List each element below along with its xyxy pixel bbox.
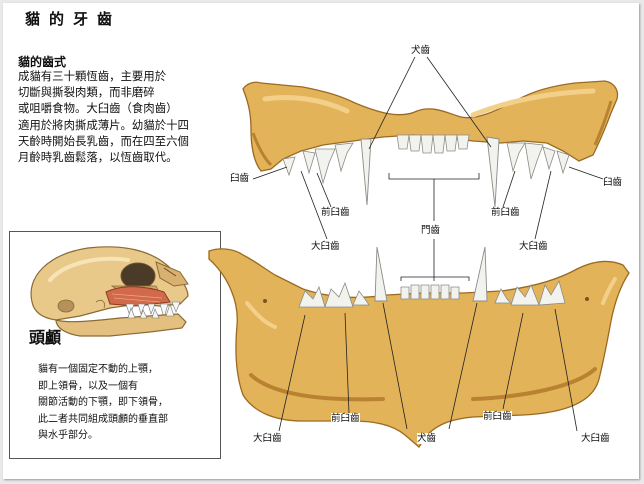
label-molar-upper-right: 臼齒 <box>603 177 623 188</box>
lower-jaw-highlight <box>245 277 617 329</box>
upper-premolars-left <box>282 142 354 185</box>
label-big-molar-upper-right: 大臼齒 <box>519 241 548 252</box>
skull-line: 即上領骨，以及一個有 <box>38 380 138 392</box>
upper-canine-right <box>486 136 500 208</box>
skull-inset: 頭顱 貓有一個固定不動的上顎， 即上領骨，以及一個有 關節活動的下顎，即下領骨，… <box>9 231 221 459</box>
lower-molars-right <box>494 279 566 306</box>
lower-jaw-bone <box>208 248 630 448</box>
dental-formula-line: 成貓有三十顆恆齒，主要用於 <box>18 69 167 83</box>
upper-premolars-right <box>506 142 570 180</box>
upper-jaw-shadow <box>251 100 613 167</box>
page-title: 貓的牙齒 <box>25 10 122 28</box>
label-canine-bottom: 犬齒 <box>417 433 437 444</box>
label-premolar-lower-left: 前臼齒 <box>331 413 360 424</box>
label-molar-upper-left: 臼齒 <box>230 173 250 184</box>
foramen <box>585 297 589 301</box>
label-incisors: 門齒 <box>421 225 441 236</box>
jaw-illustration <box>208 56 630 448</box>
label-premolar-upper-left: 前臼齒 <box>321 207 350 218</box>
skull-heading: 頭顱 <box>29 328 62 347</box>
label-big-molar-lower-right: 大臼齒 <box>581 433 610 444</box>
dental-formula-line: 天齡時開始長乳齒，而在四至六個 <box>18 133 189 148</box>
skull-line: 此二者共同組成頭顱的垂直部 <box>38 413 168 425</box>
lower-canine-left <box>374 246 388 302</box>
dental-formula-line: 月齡時乳齒鬆落，以恆齒取代。 <box>18 150 178 165</box>
dental-formula-heading: 貓的齒式 <box>18 55 67 69</box>
skull-line: 關節活動的下顎，即下領骨， <box>38 397 168 409</box>
foramen <box>263 299 267 303</box>
skull-illustration <box>30 246 189 337</box>
skull-line: 貓有一個固定不動的上顎， <box>38 364 158 375</box>
page-frame: 貓的牙齒 貓的齒式 成貓有三十顆恆齒，主要用於 切斷與撕裂肉類，而非磨碎 或咀嚼… <box>3 3 639 479</box>
dental-formula-line: 切斷與撕裂肉類，而非磨碎 <box>18 85 155 100</box>
upper-incisors <box>396 134 470 154</box>
upper-canine-left <box>360 138 372 206</box>
leader-lines <box>252 56 604 432</box>
upper-jaw-highlight <box>262 88 596 118</box>
label-premolar-lower-right: 前臼齒 <box>483 411 512 422</box>
label-canine-top: 犬齒 <box>411 45 431 56</box>
lower-jaw-shadow <box>249 367 597 402</box>
dental-formula-line: 或咀嚼食物。大臼齒（食肉齒） <box>18 101 178 116</box>
lower-incisors <box>400 284 460 300</box>
label-big-molar-lower-left: 大臼齒 <box>253 433 282 444</box>
label-big-molar-upper-left: 大臼齒 <box>311 241 340 252</box>
dental-formula-text: 成貓有三十顆恆齒，主要用於 切斷與撕裂肉類，而非磨碎 或咀嚼食物。大臼齒（食肉齒… <box>18 68 218 165</box>
label-premolar-upper-right: 前臼齒 <box>491 207 520 218</box>
lower-canine-right <box>472 246 488 302</box>
dental-formula-line: 適用於將肉撕成薄片。幼貓於十四 <box>18 117 189 132</box>
upper-jaw-bone <box>242 80 619 172</box>
lower-molars-left <box>298 281 370 308</box>
skull-line: 與水乎部分。 <box>38 430 98 442</box>
skull-text: 貓有一個固定不動的上顎， 即上領骨，以及一個有 關節活動的下顎，即下領骨， 此二… <box>38 362 168 445</box>
